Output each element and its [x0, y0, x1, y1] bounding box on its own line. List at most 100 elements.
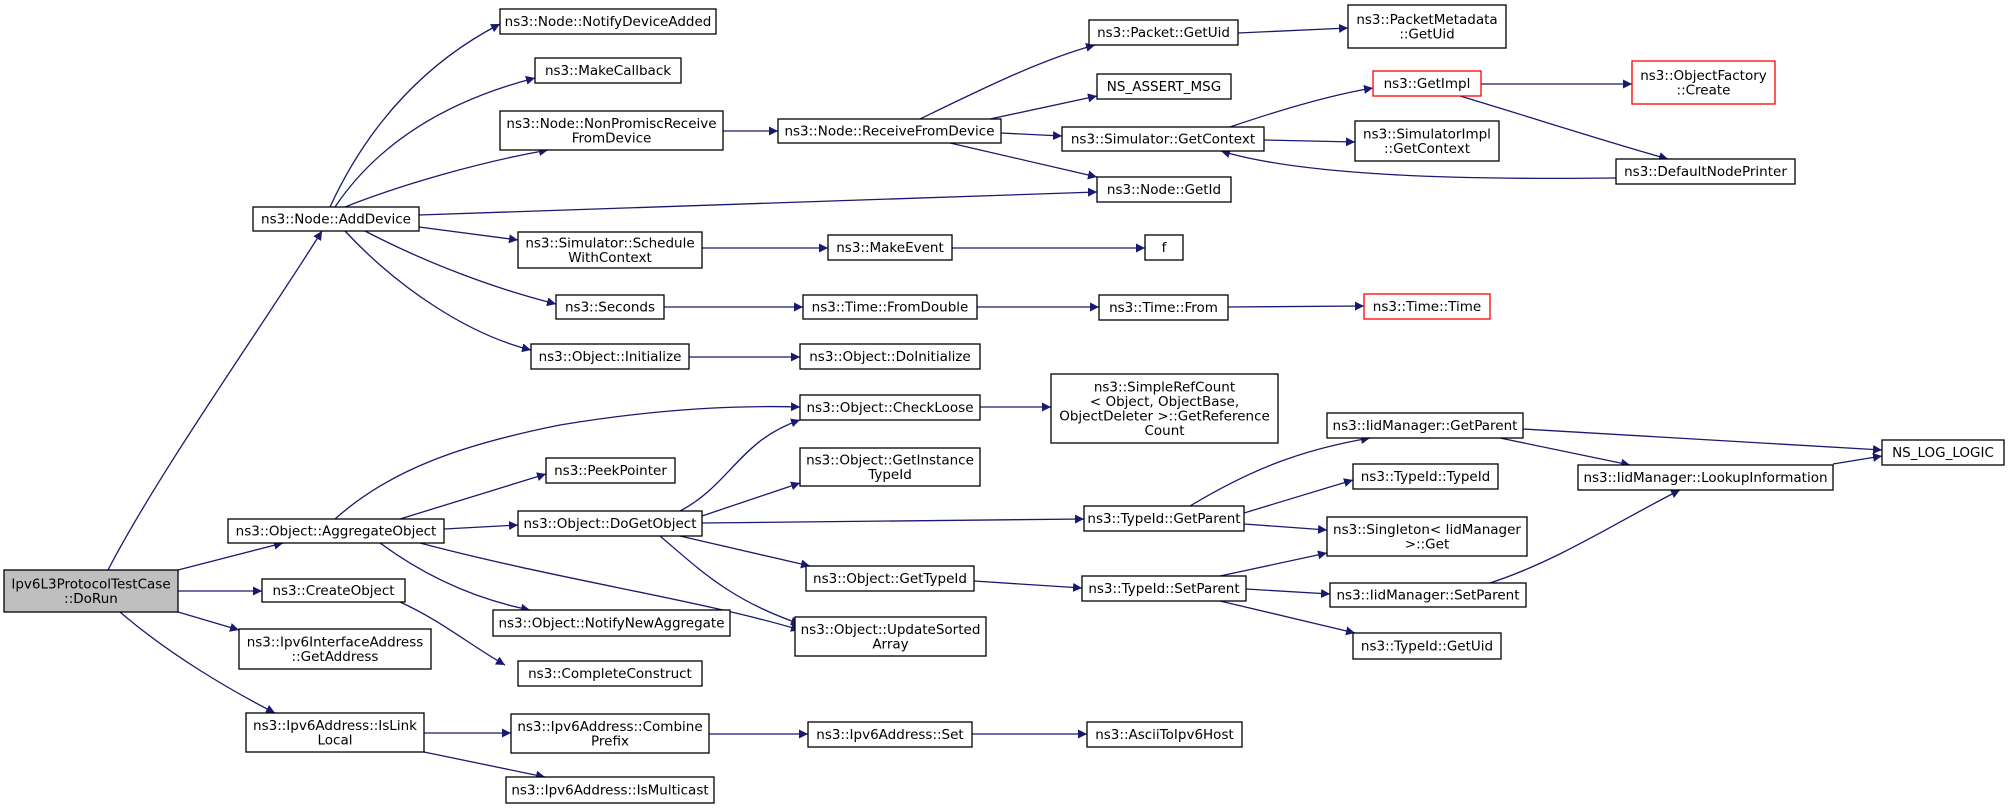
node-lookupInformation[interactable]: ns3::IidManager::LookupInformation: [1577, 464, 1834, 491]
node-packetGetUid[interactable]: ns3::Packet::GetUid: [1088, 19, 1239, 46]
node-label-line: ::DoRun: [64, 591, 118, 607]
node-label: ns3::Time::Time: [1373, 299, 1481, 315]
node-timeTime[interactable]: ns3::Time::Time: [1363, 293, 1491, 320]
node-makeEvent[interactable]: ns3::MakeEvent: [827, 234, 953, 261]
node-simImplGetContext[interactable]: ns3::SimulatorImpl::GetContext: [1354, 120, 1500, 162]
node-isMulticast[interactable]: ns3::Ipv6Address::IsMulticast: [505, 776, 715, 804]
edge-path: [1227, 301, 1365, 311]
node-completeConstruct[interactable]: ns3::CompleteConstruct: [517, 660, 703, 687]
edge-defaultNodePrinter-to-simGetContext: [1220, 149, 1617, 180]
node-simGetContext[interactable]: ns3::Simulator::GetContext: [1061, 126, 1265, 152]
node-label-line: ns3::CompleteConstruct: [528, 666, 692, 682]
node-nsLogLogic[interactable]: NS_LOG_LOGIC: [1881, 439, 2005, 466]
node-createObject[interactable]: ns3::CreateObject: [261, 578, 406, 603]
node-typeIdGetUid[interactable]: ns3::TypeId::GetUid: [1352, 632, 1502, 660]
node-dorun[interactable]: Ipv6L3ProtocolTestCase::DoRun: [3, 569, 179, 613]
node-timeFromDouble[interactable]: ns3::Time::FromDouble: [802, 294, 978, 320]
edge-path: [177, 540, 284, 571]
node-box: [807, 721, 973, 748]
node-asciiToIpv6Host[interactable]: ns3::AsciiToIpv6Host: [1086, 721, 1243, 748]
edge-path: [418, 187, 1098, 216]
node-label: ns3::IidManager::SetParent: [1337, 588, 1520, 604]
node-label-line: ns3::Time::Time: [1373, 299, 1481, 315]
node-getImpl[interactable]: ns3::GetImpl: [1372, 70, 1482, 97]
edge-path: [364, 230, 557, 307]
node-label-line: ns3::Ipv6InterfaceAddress: [247, 634, 424, 650]
node-notifyDeviceAdded[interactable]: ns3::Node::NotifyDeviceAdded: [499, 8, 717, 35]
node-defaultNodePrinter[interactable]: ns3::DefaultNodePrinter: [1615, 158, 1796, 185]
node-label: ns3::Ipv6Address::IsMulticast: [511, 783, 708, 799]
edge-doGetObject-to-checkLoose: [679, 418, 801, 512]
edge-path: [119, 611, 276, 714]
node-box: [827, 234, 953, 261]
node-nodeGetId[interactable]: ns3::Node::GetId: [1096, 176, 1232, 203]
node-objInitialize[interactable]: ns3::Object::Initialize: [530, 343, 690, 370]
edge-dorun-to-isLinkLocal: [119, 611, 276, 714]
node-box: [1083, 505, 1245, 532]
edge-path: [379, 542, 531, 613]
node-getTypeId[interactable]: ns3::Object::GetTypeId: [805, 565, 975, 592]
node-label-line: ns3::Seconds: [565, 300, 655, 316]
node-label-line: ns3::TypeId::TypeId: [1361, 469, 1491, 485]
node-notifyNewAggregate[interactable]: ns3::Object::NotifyNewAggregate: [492, 609, 731, 637]
node-typeIdSetParent[interactable]: ns3::TypeId::SetParent: [1081, 575, 1247, 602]
node-box: [1096, 176, 1232, 203]
edge-aggregateObject-to-updateSortedArray: [419, 542, 801, 632]
node-typeIdTypeId[interactable]: ns3::TypeId::TypeId: [1352, 463, 1499, 490]
node-singletonGet[interactable]: ns3::Singleton< IidManager>::Get: [1326, 516, 1528, 557]
edge-simGetContext-to-getImpl: [1229, 85, 1374, 128]
node-aggregateObject[interactable]: ns3::Object::AggregateObject: [227, 518, 445, 544]
node-doGetObject[interactable]: ns3::Object::DoGetObject: [517, 510, 703, 537]
node-peekPointer[interactable]: ns3::PeekPointer: [545, 457, 676, 484]
edge-iidSetParent-to-lookupInformation: [1489, 489, 1681, 584]
node-pmGetUid[interactable]: ns3::PacketMetadata::GetUid: [1347, 4, 1507, 49]
node-iidGetParent[interactable]: ns3::IidManager::GetParent: [1326, 412, 1524, 439]
edge-path: [177, 611, 240, 632]
node-label-line: ns3::Ipv6Address::Combine: [517, 719, 702, 735]
node-label-line: ns3::Object::NotifyNewAggregate: [498, 616, 724, 632]
node-label: ns3::Object::GetTypeId: [813, 571, 967, 587]
node-label: ns3::AsciiToIpv6Host: [1095, 727, 1234, 743]
edge-dorun-to-nodeAddDevice: [107, 230, 323, 571]
node-label-line: ns3::Object::CheckLoose: [806, 400, 973, 416]
node-assertMsg[interactable]: NS_ASSERT_MSG: [1096, 73, 1232, 100]
node-ipv6Set[interactable]: ns3::Ipv6Address::Set: [807, 721, 973, 748]
node-iidSetParent[interactable]: ns3::IidManager::SetParent: [1329, 582, 1527, 608]
edge-isLinkLocal-to-isMulticast: [423, 751, 546, 780]
node-getReferenceCount[interactable]: ns3::SimpleRefCount< Object, ObjectBase,…: [1050, 373, 1279, 444]
edge-dorun-to-aggregateObject: [177, 540, 284, 571]
node-timeFrom[interactable]: ns3::Time::From: [1098, 294, 1229, 321]
node-label-line: ns3::Time::From: [1109, 300, 1218, 316]
node-label-line: Array: [872, 636, 908, 652]
node-doInitialize[interactable]: ns3::Object::DoInitialize: [799, 343, 981, 370]
node-nodeAddDevice[interactable]: ns3::Node::AddDevice: [252, 206, 420, 232]
node-objFactoryCreate[interactable]: ns3::ObjectFactory::Create: [1631, 60, 1776, 105]
node-seconds[interactable]: ns3::Seconds: [555, 294, 665, 320]
node-label: ns3::Time::FromDouble: [812, 300, 969, 316]
node-makeCallback[interactable]: ns3::MakeCallback: [534, 57, 682, 84]
node-f[interactable]: f: [1144, 234, 1184, 261]
edge-path: [334, 75, 536, 208]
edge-aggregateObject-to-checkLoose: [334, 402, 801, 520]
node-label: ns3::Node::AddDevice: [261, 212, 411, 228]
node-label: ns3::Object::AggregateObject: [236, 524, 437, 540]
node-typeIdGetParent[interactable]: ns3::TypeId::GetParent: [1083, 505, 1245, 532]
node-label: ns3::TypeId::SetParent: [1088, 581, 1239, 597]
node-label-line: ns3::MakeCallback: [545, 63, 671, 79]
node-box: [1081, 575, 1247, 602]
node-receiveFromDevice[interactable]: ns3::Node::ReceiveFromDevice: [777, 118, 1002, 144]
edge-aggregateObject-to-doGetObject: [443, 520, 519, 530]
node-checkLoose[interactable]: ns3::Object::CheckLoose: [799, 394, 981, 421]
edge-typeIdGetParent-to-singletonGet: [1243, 523, 1328, 534]
node-label-line: >::Get: [1405, 536, 1449, 552]
node-label-line: ns3::Packet::GetUid: [1097, 25, 1230, 41]
edge-path: [1499, 437, 1631, 468]
node-ifaceGetAddress[interactable]: ns3::Ipv6InterfaceAddress::GetAddress: [238, 628, 432, 670]
node-box: [1352, 632, 1502, 660]
